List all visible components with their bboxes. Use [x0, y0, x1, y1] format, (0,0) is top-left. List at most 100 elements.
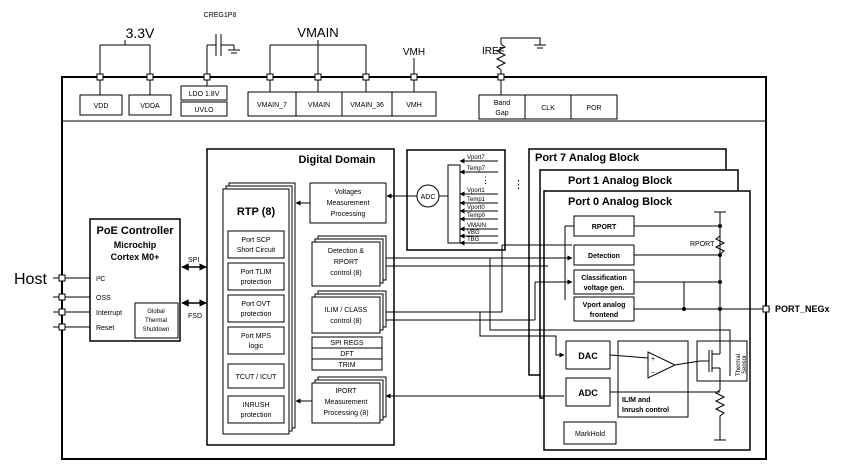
ldo-box: LDO 1.8V: [180, 80, 228, 101]
svg-text:Classification: Classification: [581, 275, 627, 282]
svg-text:⋮: ⋮: [481, 175, 490, 185]
junction-dots: [682, 224, 722, 311]
svg-text:Short Circuit: Short Circuit: [237, 247, 276, 254]
markhold-block: MarkHold: [563, 421, 617, 445]
analog-wiring: [564, 211, 770, 441]
svg-text:Detection &: Detection &: [328, 248, 365, 255]
svg-text:+: +: [651, 356, 655, 363]
svg-text:Port OVT: Port OVT: [241, 301, 271, 308]
svg-text:Temp7: Temp7: [467, 166, 486, 172]
svg-text:Thermal: Thermal: [145, 318, 167, 324]
adc-analog-block: ADC: [565, 377, 611, 407]
svg-text:Gap: Gap: [495, 110, 508, 117]
svg-text:IPORT: IPORT: [335, 388, 357, 395]
label-creg: CREG1P8: [204, 12, 237, 19]
label-vmh-top: VMH: [403, 47, 425, 58]
spi-link: [181, 263, 207, 307]
svg-text:Inrush control: Inrush control: [622, 407, 669, 414]
svg-text:Temp0: Temp0: [467, 213, 486, 219]
label-vmain-top: VMAIN: [297, 25, 338, 40]
rtp-port-mps: Port MPS logic: [227, 326, 285, 355]
rtp-inrush: INRUSH protection: [227, 395, 285, 424]
svg-text:Global: Global: [147, 309, 164, 315]
svg-text:Detection: Detection: [588, 253, 620, 260]
svg-text:TCUT / ICUT: TCUT / ICUT: [236, 374, 277, 381]
creg-capacitor-icon: [206, 34, 240, 77]
rtp-port-scp: Port SCP Short Circuit: [227, 230, 285, 259]
svg-text:Microchip: Microchip: [114, 240, 157, 250]
vmain-7-box: VMAIN_7: [247, 80, 297, 117]
mux-adc-label: ADC: [421, 194, 436, 201]
svg-text:VBG: VBG: [467, 230, 480, 236]
svg-text:VDDA: VDDA: [140, 103, 160, 110]
pin-oss: OSS: [96, 295, 111, 302]
poe-title: PoE Controller: [96, 225, 174, 237]
poe-controller: PoE Controller Microchip Cortex M0+ I²C …: [89, 218, 181, 342]
ilim-class-block: ILIM / CLASS control (8): [311, 290, 387, 334]
svg-text:MarkHold: MarkHold: [575, 431, 605, 438]
svg-text:INRUSH: INRUSH: [243, 402, 270, 409]
svg-text:Sensor: Sensor: [742, 355, 748, 374]
svg-text:Vport1: Vport1: [467, 188, 485, 194]
svg-text:DAC: DAC: [578, 351, 598, 361]
svg-text:SPI REGS: SPI REGS: [330, 340, 363, 347]
svg-text:Port 0 Analog Block: Port 0 Analog Block: [568, 196, 673, 208]
rport-block: RPORT: [573, 215, 635, 237]
global-thermal-shutdown-box: [134, 302, 179, 339]
vmain-wires: [269, 40, 367, 77]
svg-text:VMAIN_7: VMAIN_7: [257, 102, 287, 109]
svg-text:Processing (8): Processing (8): [323, 410, 368, 417]
svg-text:Port 7 Analog Block: Port 7 Analog Block: [535, 152, 640, 164]
rtp-tcut-icut: TCUT / ICUT: [227, 363, 285, 389]
iport-measurement-block: IPORT Measurement Processing (8): [311, 376, 387, 424]
svg-text:DFT: DFT: [340, 351, 354, 358]
svg-text:Vport analog: Vport analog: [583, 302, 626, 309]
vmain-box: VMAIN: [295, 80, 343, 117]
spi-label: SPI: [188, 257, 199, 264]
label-iref: IREF: [482, 46, 505, 57]
digital-analog-buses: [385, 244, 731, 399]
svg-text:VMAIN: VMAIN: [308, 102, 330, 109]
svg-text:POR: POR: [586, 105, 601, 112]
svg-text:TBG: TBG: [467, 237, 480, 243]
svg-text:protection: protection: [241, 412, 272, 419]
svg-text:Measurement: Measurement: [325, 399, 368, 406]
voltages-measurement-block: Voltages Measurement Processing: [309, 182, 387, 224]
svg-text:VMAIN_36: VMAIN_36: [350, 102, 384, 109]
svg-text:RPORT: RPORT: [592, 224, 617, 231]
svg-text:frontend: frontend: [590, 312, 618, 319]
svg-text:Shutdown: Shutdown: [143, 327, 170, 333]
clk-box: CLK: [524, 94, 572, 120]
host-label: Host: [14, 271, 47, 288]
rport-ext-label: RPORT: [690, 241, 715, 248]
uvlo-box: UVLO: [180, 101, 228, 117]
pin-i2c: I²C: [96, 276, 105, 283]
svg-text:protection: protection: [241, 279, 272, 286]
classification-block: Classification voltage gen.: [573, 269, 635, 295]
svg-text:Measurement: Measurement: [327, 200, 370, 207]
svg-text:Port MPS: Port MPS: [241, 333, 271, 340]
svg-text:−: −: [651, 370, 655, 377]
svg-text:Voltages: Voltages: [335, 189, 362, 196]
svg-text:voltage gen.: voltage gen.: [584, 285, 625, 292]
svg-text:Band: Band: [494, 100, 510, 107]
iref-resistor-icon: [495, 37, 546, 77]
svg-text:LDO 1.8V: LDO 1.8V: [189, 91, 220, 98]
svg-text:TRIM: TRIM: [338, 362, 355, 369]
mosfet-icon: [700, 344, 721, 378]
detection-rport-block: Detection & RPORT control (8): [311, 235, 387, 287]
svg-text:VMH: VMH: [406, 102, 422, 109]
svg-text:VDD: VDD: [94, 103, 109, 110]
rtp-port-tlim: Port TLIM protection: [227, 262, 285, 291]
por-box: POR: [570, 94, 618, 120]
rtp-port-ovt: Port OVT protection: [227, 294, 285, 323]
svg-text:Vport0: Vport0: [467, 205, 485, 211]
host-pins: [53, 274, 90, 331]
svg-text:PORT_NEGx: PORT_NEGx: [775, 304, 830, 314]
vdd-box: VDD: [79, 80, 123, 116]
svg-text:Processing: Processing: [331, 211, 366, 218]
pin-reset: Reset: [96, 325, 114, 332]
svg-text:Vport7: Vport7: [467, 155, 485, 161]
svg-text:Digital Domain: Digital Domain: [298, 154, 375, 166]
